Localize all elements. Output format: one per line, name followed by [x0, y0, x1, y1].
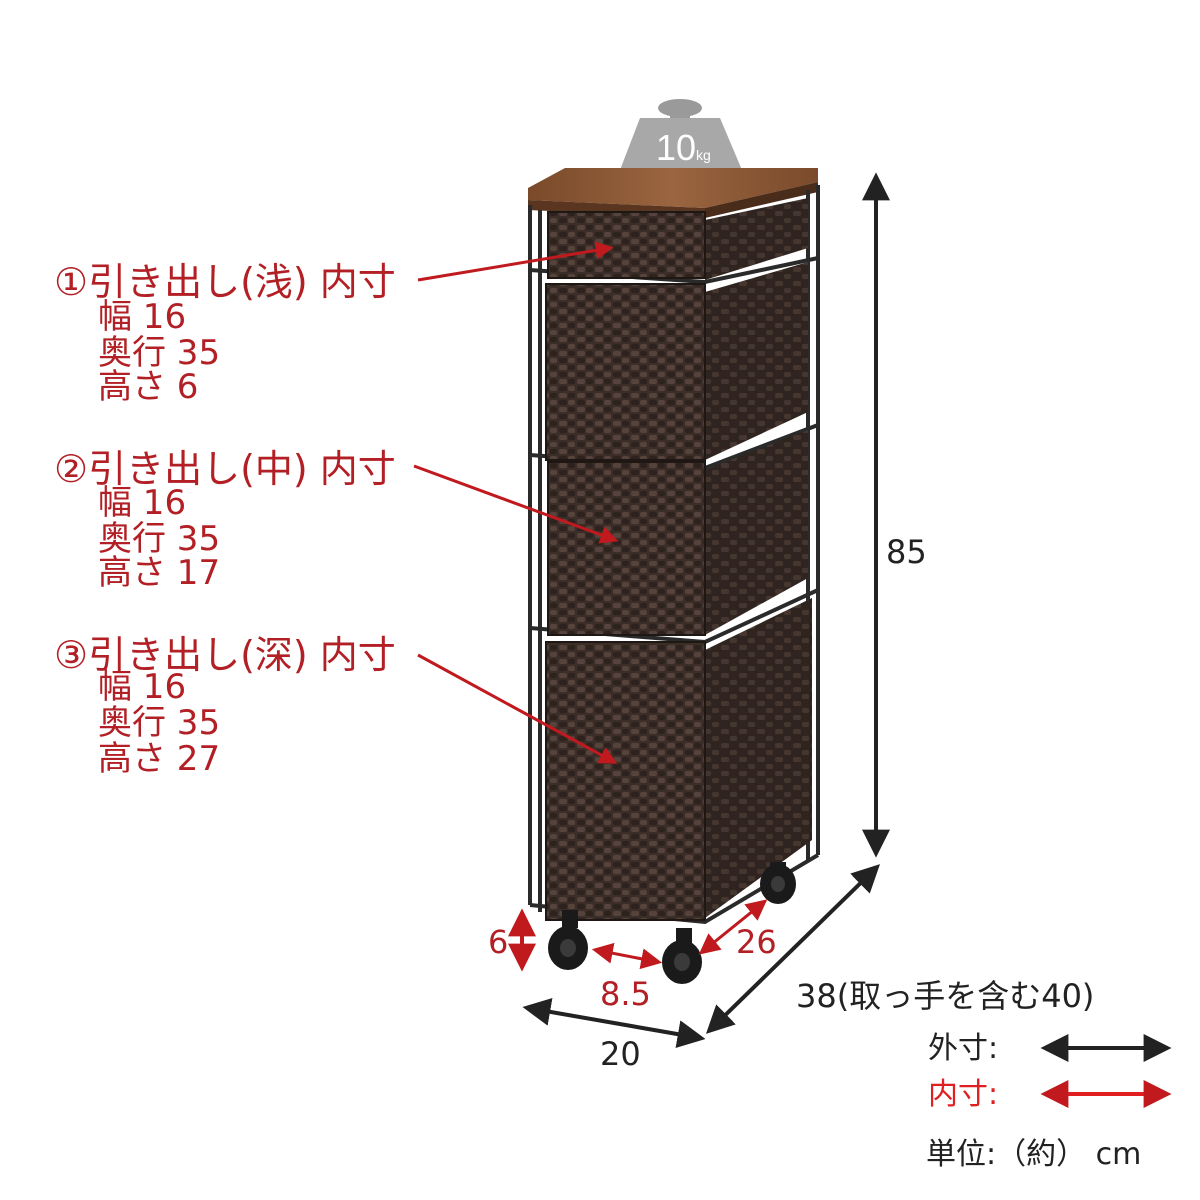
drawer-2-width: 幅 16	[98, 483, 187, 523]
drawer-1-height: 高さ 6	[98, 367, 199, 407]
leader-line-middle	[413, 464, 619, 544]
load-capacity-label: 10kg	[656, 130, 711, 166]
drawer-3-width: 幅 16	[98, 667, 187, 707]
depth-label: 38(取っ手を含む40)	[796, 977, 1095, 1015]
leader-line-deep	[417, 653, 618, 764]
load-value: 10	[656, 127, 697, 168]
weight-icon	[620, 99, 742, 170]
drawer-middle	[545, 262, 808, 461]
total-height-label: 85	[886, 533, 927, 571]
caster-depth-label: 26	[736, 923, 777, 961]
drawer-middle-lower	[547, 430, 808, 636]
legend-unit-label: 単位:（約） cm	[926, 1137, 1142, 1172]
drawer-3-height: 高さ 27	[98, 739, 221, 779]
caster-height-label: 6	[488, 923, 509, 961]
caster-depth-arrow	[698, 899, 768, 955]
drawer-shallow	[547, 198, 808, 280]
legend-inner-label: 内寸:	[928, 1077, 999, 1112]
drawer-1-title: ①引き出し(浅) 内寸	[54, 260, 396, 304]
drawer-deep	[545, 598, 812, 921]
caster-width-label: 8.5	[600, 975, 651, 1013]
width-arrow	[522, 998, 706, 1048]
drawer-1-depth: 奥行 35	[98, 333, 221, 373]
leader-line-shallow	[417, 241, 614, 282]
drawer-2-height: 高さ 17	[98, 553, 221, 593]
depth-arrow	[705, 864, 881, 1034]
drawer-1-width: 幅 16	[98, 297, 187, 337]
drawer-3-title: ③引き出し(深) 内寸	[54, 633, 396, 677]
caster-width-arrow	[591, 942, 663, 970]
width-label: 20	[600, 1035, 641, 1073]
drawer-2-depth: 奥行 35	[98, 519, 221, 559]
drawer-2-title: ②引き出し(中) 内寸	[54, 447, 396, 491]
legend-outer-label: 外寸:	[928, 1031, 999, 1066]
load-unit: kg	[696, 147, 711, 163]
drawer-3-depth: 奥行 35	[98, 703, 221, 743]
